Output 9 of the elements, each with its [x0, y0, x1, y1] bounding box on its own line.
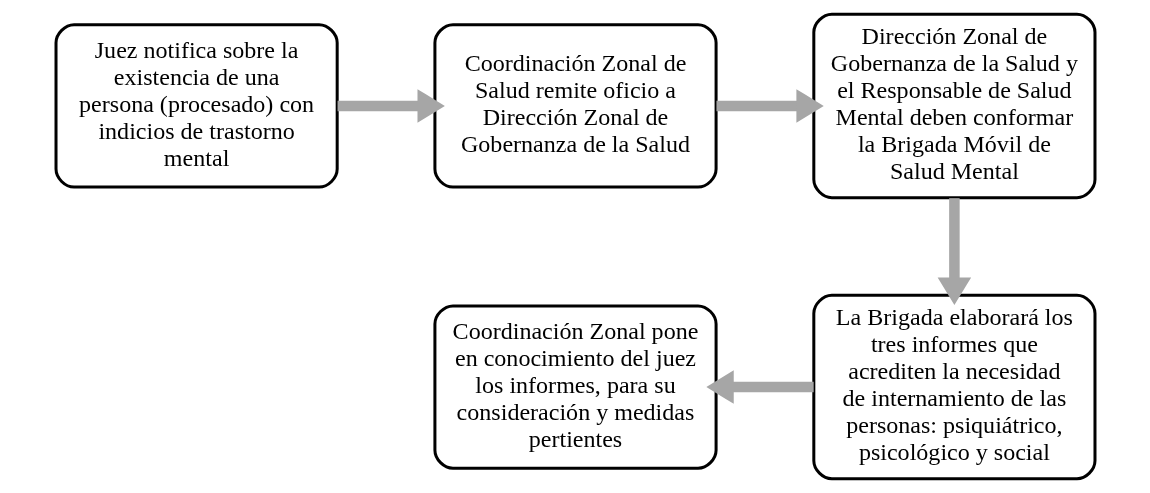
- arrow: [705, 370, 814, 404]
- arrow: [715, 89, 824, 123]
- arrow: [337, 89, 445, 123]
- node-box: La Brigada elaborará los tres informes que acrediten la necesidad de internamiento de las personas: psiquiátrico, psicológico y social: [811, 293, 1096, 481]
- arrow: [937, 198, 971, 305]
- node-box: Juez notifica sobre la existencia de una persona (procesado) con indicios de trastorno mental: [54, 23, 339, 189]
- node-box: Coordinación Zonal de Salud remite oficio a Dirección Zonal de Gobernanza de la Salud: [432, 23, 718, 189]
- node-box: Coordinación Zonal pone en conocimiento del juez los informes, para su consideración y medidas pertientes: [432, 304, 718, 470]
- node-box: Dirección Zonal de Gobernanza de la Salud y el Responsable de Salud Mental deben conformar la Brigada Móvil de Salud Mental: [811, 12, 1096, 200]
